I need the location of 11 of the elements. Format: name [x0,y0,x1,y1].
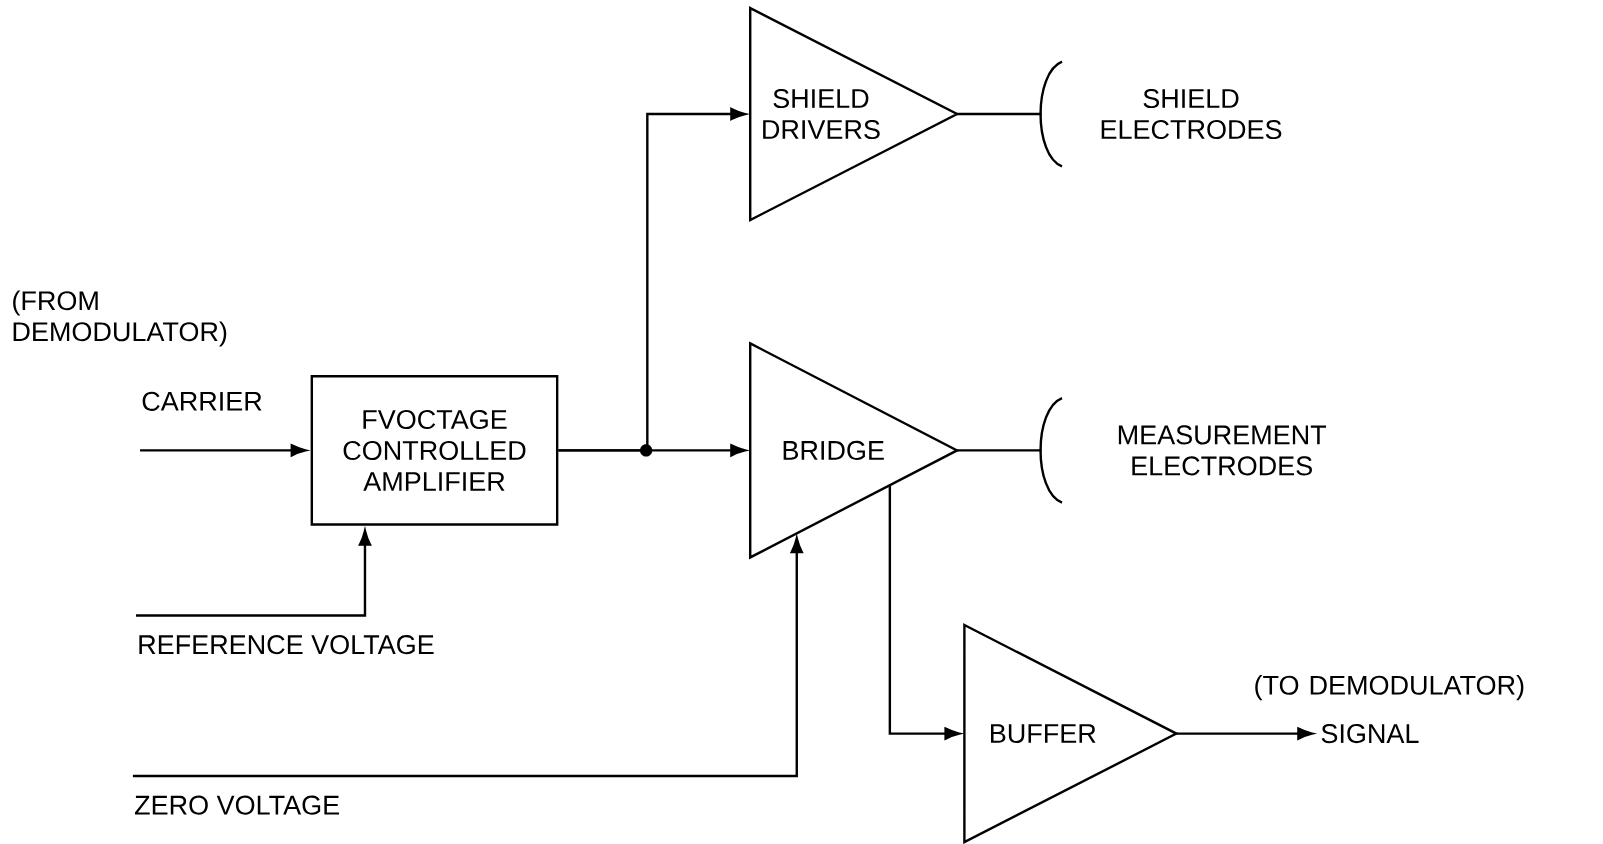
input-label: ZERO VOLTAGE [134,795,339,815]
amplifier-triangle: BUFFER [963,623,1179,844]
signal-label: (TO DEMODULATOR) [1255,675,1524,701]
signal-text: SIGNAL [1321,724,1419,744]
electrode-bracket: SHIELD ELECTRODES [1039,60,1282,168]
signal-label: (FROM DEMODULATOR) [13,290,227,347]
input-label: CARRIER [142,391,262,411]
arrow [558,107,747,452]
amplifier-box: FVOCTAGE CONTROLLED AMPLIFIER [310,375,559,526]
amplifier-triangle: SHIELD DRIVERS [749,6,960,222]
electrode-bracket: MEASUREMENT ELECTRODES [1039,397,1327,504]
